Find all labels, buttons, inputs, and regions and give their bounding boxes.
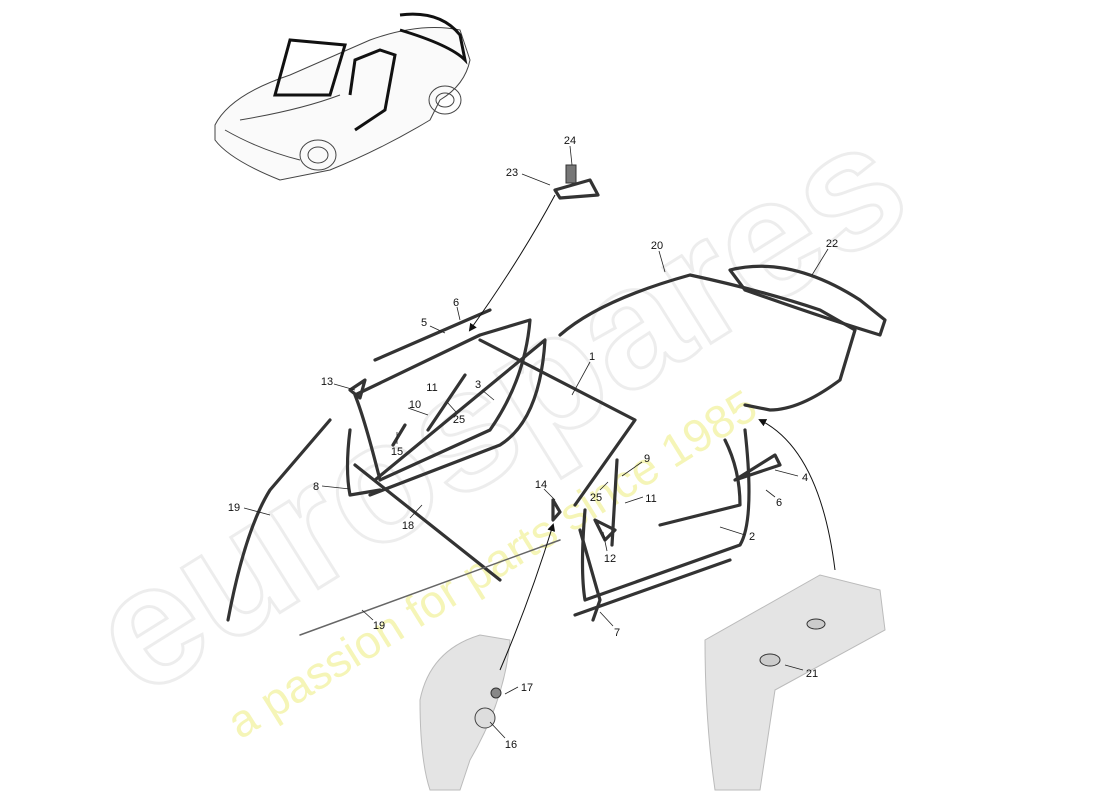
callout-14: 14 <box>535 479 547 491</box>
callout-8: 8 <box>313 481 319 493</box>
callout-22: 22 <box>826 238 838 250</box>
callout-24: 24 <box>564 135 576 147</box>
callout-12: 12 <box>604 553 616 565</box>
callout-10: 10 <box>409 399 421 411</box>
callout-23: 23 <box>506 167 518 179</box>
callout-20: 20 <box>651 240 663 252</box>
callout-9: 9 <box>644 453 650 465</box>
callout-7: 7 <box>614 627 620 639</box>
callout-6b: 6 <box>776 497 782 509</box>
callout-17: 17 <box>521 682 533 694</box>
trim-panels <box>419 574 886 791</box>
callout-19: 19 <box>228 502 240 514</box>
callout-25b: 25 <box>590 492 602 504</box>
callout-11b: 11 <box>645 493 656 505</box>
assembly-arrows <box>468 194 836 671</box>
callout-11: 11 <box>426 382 437 394</box>
callout-19b: 19 <box>373 620 385 632</box>
callout-13: 13 <box>321 376 333 388</box>
callout-2: 2 <box>749 531 755 543</box>
seal-parts <box>226 164 887 636</box>
callout-labels: 24 23 20 22 6 5 1 13 11 10 3 25 15 9 4 6… <box>228 135 838 751</box>
callout-5: 5 <box>421 317 427 329</box>
callout-4: 4 <box>802 472 808 484</box>
callout-18: 18 <box>402 520 414 532</box>
callout-25: 25 <box>453 414 465 426</box>
leader-lines <box>243 145 829 739</box>
callout-15: 15 <box>391 446 403 458</box>
car-overview-illustration <box>214 12 471 181</box>
callout-1: 1 <box>589 351 595 363</box>
callout-6: 6 <box>453 297 459 309</box>
callout-16: 16 <box>505 739 517 751</box>
callout-21: 21 <box>806 668 818 680</box>
callout-3: 3 <box>475 379 481 391</box>
